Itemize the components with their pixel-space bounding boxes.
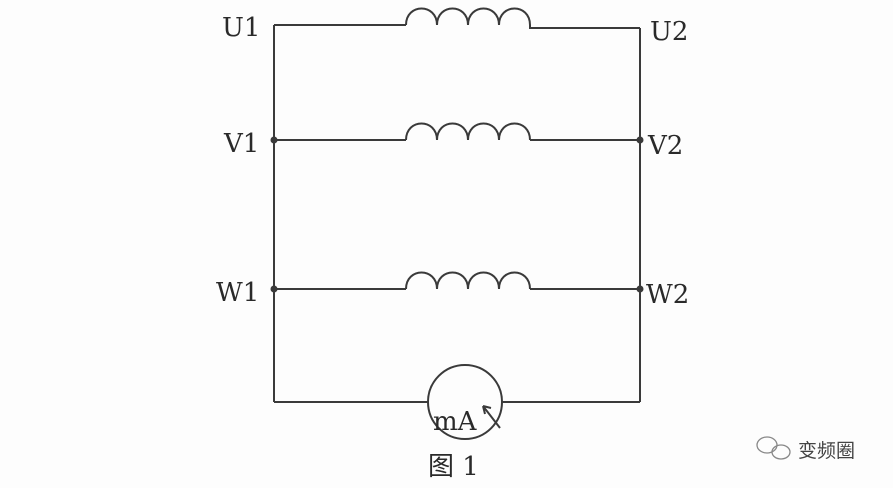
junction-w2	[636, 285, 644, 293]
u-winding	[274, 24, 640, 29]
label-u2: U2	[650, 17, 688, 47]
label-u1: U1	[222, 13, 260, 43]
meter-label: mA	[433, 407, 478, 437]
label-w1: W1	[216, 278, 259, 308]
watermark-text: 变频圈	[798, 440, 855, 462]
meter-arrow	[482, 405, 501, 429]
figure-caption: 图 1	[428, 452, 479, 482]
junction-w1	[270, 285, 278, 293]
label-v2: V2	[647, 131, 683, 161]
milliammeter	[427, 364, 503, 440]
junction-v2	[636, 136, 644, 144]
v-coil	[405, 122, 531, 141]
u-coil	[405, 7, 531, 26]
w-coil	[405, 271, 531, 290]
label-v1: V1	[223, 129, 259, 159]
junction-v1	[270, 136, 278, 144]
label-w2: W2	[646, 280, 689, 310]
wechat-icon	[756, 436, 791, 460]
